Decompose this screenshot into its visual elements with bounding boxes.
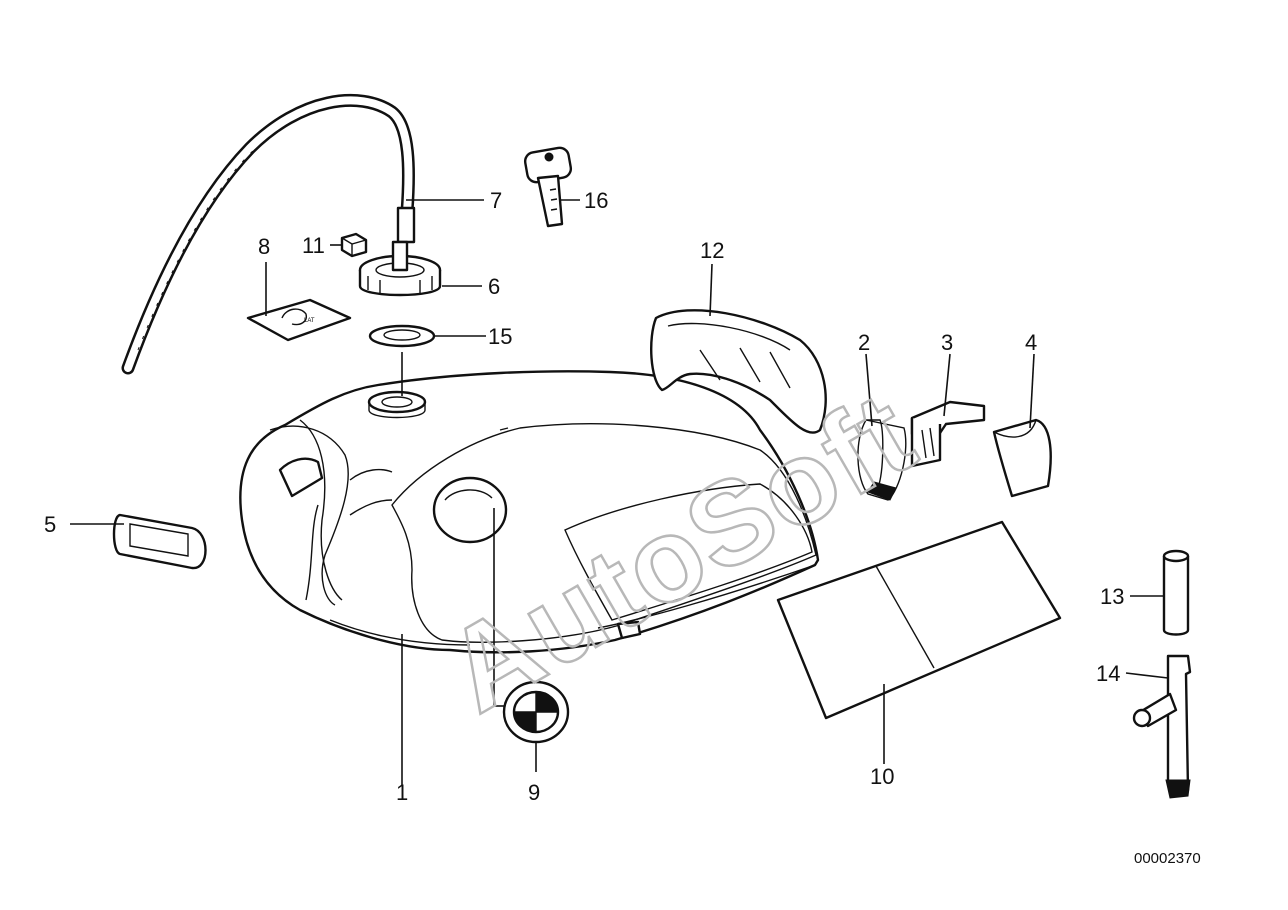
fuel-cap xyxy=(358,240,442,297)
callout-2: 2 xyxy=(858,330,870,355)
tank-emblem xyxy=(502,680,570,744)
fuel-tap xyxy=(1132,654,1192,799)
callout-6: 6 xyxy=(488,274,500,299)
clip xyxy=(340,232,368,258)
spring-clamp xyxy=(857,419,907,501)
callout-16: 16 xyxy=(584,188,608,213)
callout-9: 9 xyxy=(528,780,540,805)
key xyxy=(523,146,573,228)
callout-4: 4 xyxy=(1025,330,1037,355)
callout-1: 1 xyxy=(396,780,408,805)
document-number: 00002370 xyxy=(1134,850,1201,867)
callout-12: 12 xyxy=(700,238,724,263)
callout-7: 7 xyxy=(490,188,502,213)
callout-3: 3 xyxy=(941,330,953,355)
callout-14: 14 xyxy=(1096,661,1120,686)
leader-lines xyxy=(70,199,1169,786)
gasket-ring xyxy=(368,324,436,348)
bracket xyxy=(910,400,986,468)
callout-5: 5 xyxy=(44,512,56,537)
fuel-tank xyxy=(239,370,820,654)
callout-15: 15 xyxy=(488,324,512,349)
callout-13: 13 xyxy=(1100,584,1124,609)
cover-cap xyxy=(650,309,827,434)
callouts: 1 2 3 4 5 6 7 8 9 10 11 12 13 14 15 16 xyxy=(44,188,1124,805)
end-cap xyxy=(992,418,1052,498)
callout-8: 8 xyxy=(258,234,270,259)
svg-text:LAT: LAT xyxy=(304,318,315,324)
label-sticker: LAT xyxy=(246,298,352,342)
callout-10: 10 xyxy=(870,764,894,789)
callout-11: 11 xyxy=(302,233,325,258)
knee-pad xyxy=(776,520,1062,720)
knee-rubber xyxy=(112,513,207,570)
vent-hose xyxy=(121,93,416,375)
hose-sleeve xyxy=(1162,549,1190,636)
